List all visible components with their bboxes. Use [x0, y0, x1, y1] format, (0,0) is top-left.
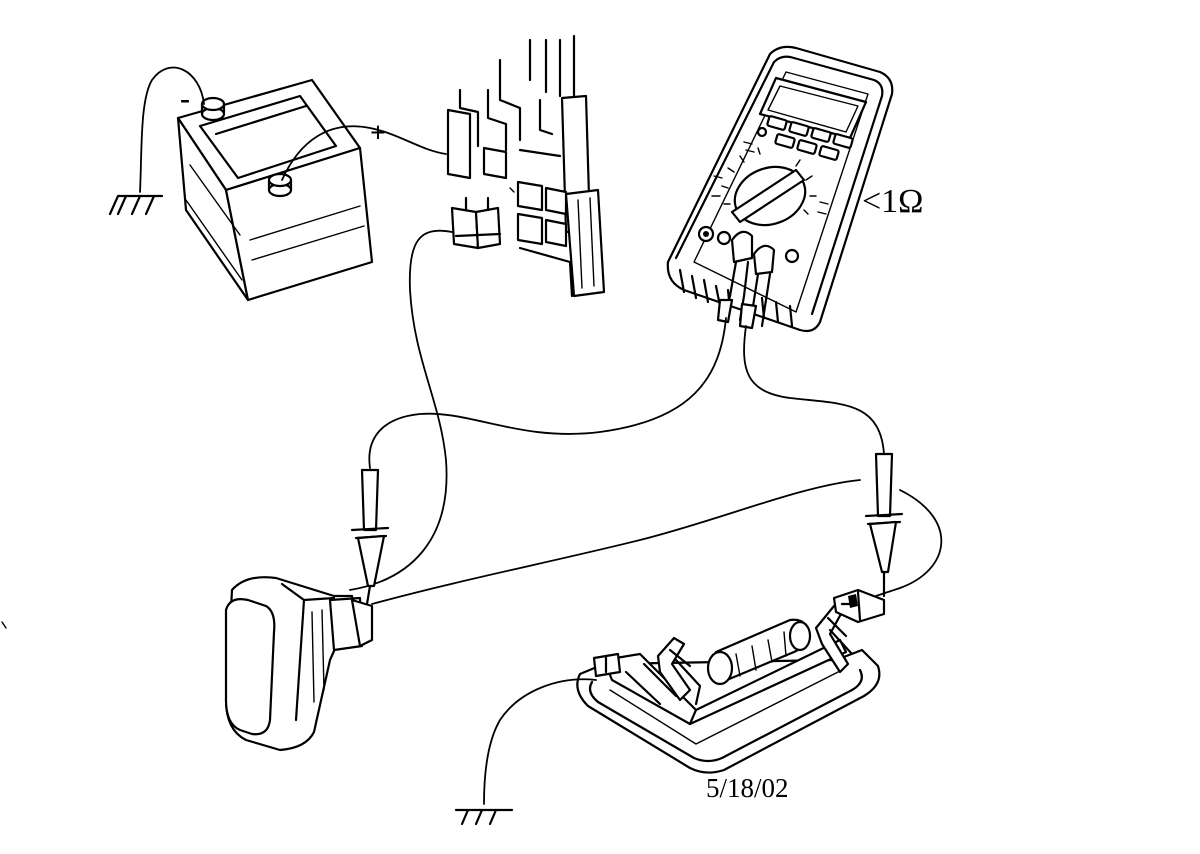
left-probe-lead — [368, 317, 727, 469]
right-probe — [864, 452, 904, 598]
positive-wire — [281, 125, 447, 181]
left-probe — [350, 468, 390, 612]
date-stamp: 5/18/02 — [706, 773, 789, 803]
fuse-to-switch-wire — [349, 229, 453, 591]
edge-mark — [1, 621, 7, 629]
fuse-box — [446, 34, 606, 298]
battery — [176, 78, 374, 302]
switch — [224, 576, 374, 752]
right-probe-lead — [743, 325, 885, 455]
ground-wire-battery — [139, 66, 205, 193]
lamp-feed-wire — [371, 479, 943, 605]
ground-wire-lamp — [483, 678, 597, 805]
ground-symbol-lamp — [454, 808, 514, 826]
multimeter — [666, 45, 894, 333]
lamp-housing — [576, 588, 886, 774]
ground-symbol-battery — [108, 194, 164, 216]
battery-negative-label: - — [180, 82, 190, 115]
battery-positive-label: + — [370, 118, 386, 149]
resistance-reading-label: <1Ω — [862, 183, 923, 220]
